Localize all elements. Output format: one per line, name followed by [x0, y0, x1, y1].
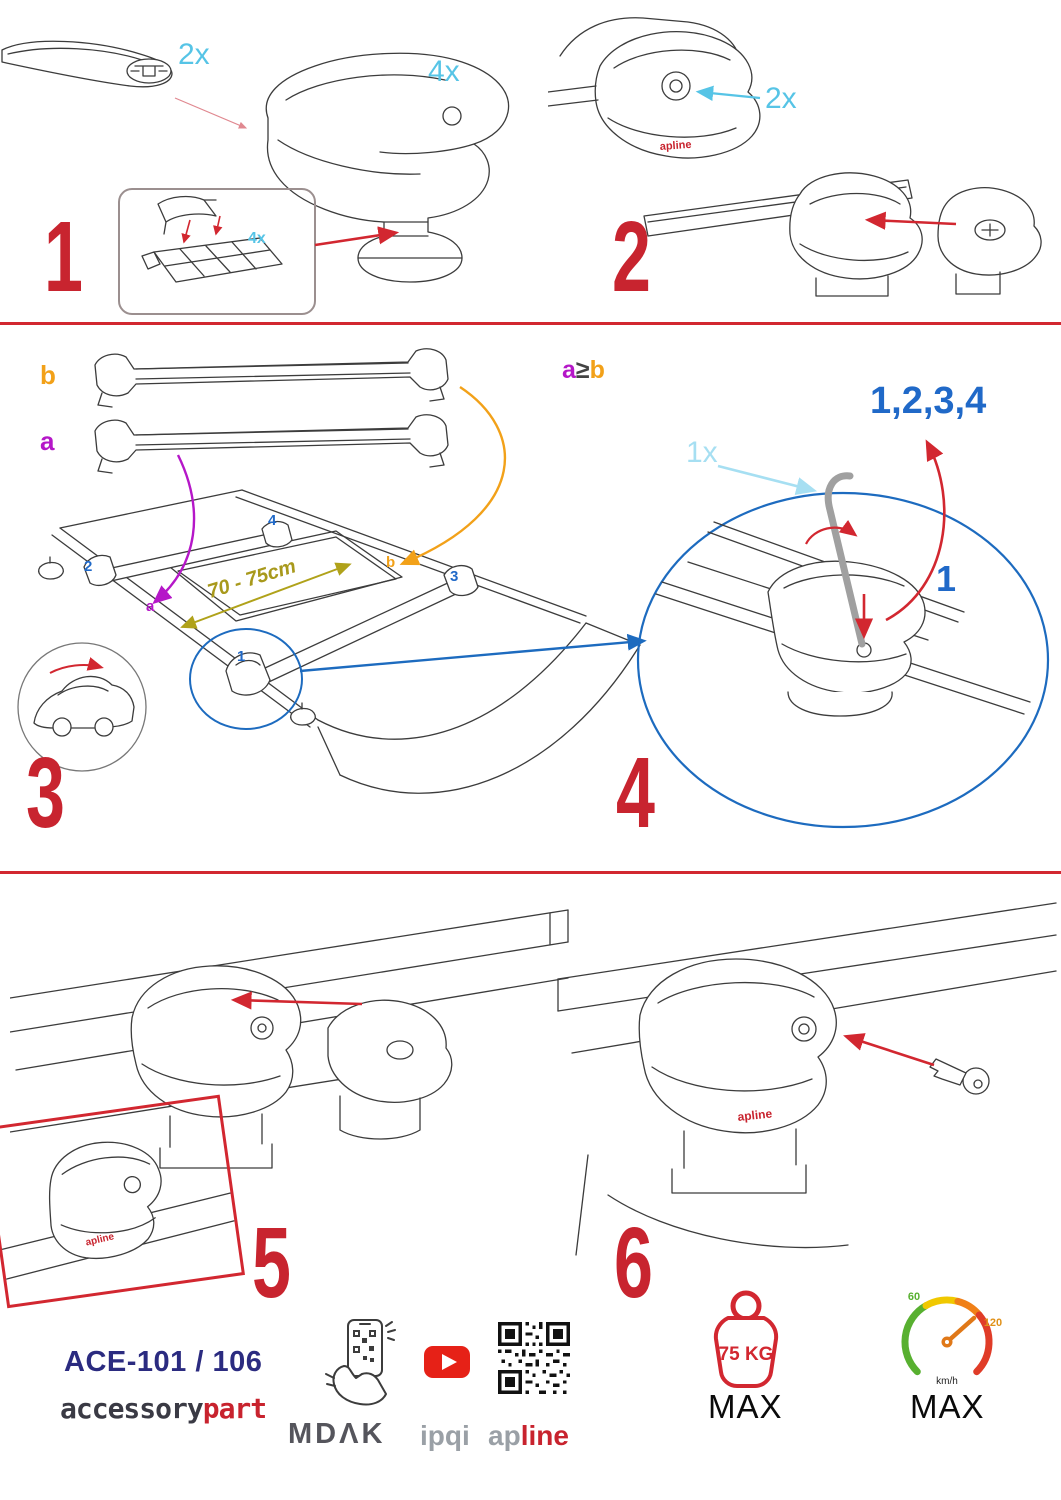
brand-apline-red: line: [520, 1420, 569, 1451]
brand-accessorypart: accessorypart: [60, 1392, 267, 1425]
roof-rail-drawing: [10, 909, 569, 1133]
sequence-arrow: [885, 439, 946, 622]
bar-a-placement-arrow: [152, 454, 196, 605]
brand-part: part: [202, 1392, 267, 1425]
step3-number: 3: [26, 737, 65, 849]
section-divider-2: [0, 871, 1061, 874]
allen-key-drawing: [824, 472, 866, 648]
bar-b-label: b: [40, 360, 56, 390]
step2-number: 2: [612, 201, 651, 313]
condition-op: ≥: [575, 356, 590, 384]
crossbar-b-drawing: [94, 348, 449, 408]
max-weight-value: 75 KG: [719, 1344, 774, 1365]
step3-illustration: [0, 335, 650, 870]
step5-illustration: [10, 900, 575, 1310]
step1-number: 1: [44, 201, 83, 313]
tool-qty-arrow: [717, 464, 818, 495]
detail-circle: [189, 628, 303, 730]
foot-lock-drawing: apline: [575, 958, 849, 1256]
tool-qty: 1x: [686, 436, 718, 469]
zoom-ellipse: [636, 491, 1050, 829]
model-number: ACE-101 / 106: [64, 1346, 263, 1378]
roof-pos-2: 2: [84, 558, 93, 575]
section-divider-1: [0, 322, 1061, 325]
tighten-sequence: 1,2,3,4: [870, 380, 987, 422]
condition-a: a: [562, 356, 576, 384]
brand-mdak: MDΛK: [288, 1418, 386, 1450]
brand-ipqi: ipqi: [420, 1420, 470, 1451]
max-weight-label: MAX: [708, 1388, 783, 1425]
step2-lock-qty: 2x: [765, 82, 797, 115]
apline-badge-step2: apline: [659, 139, 692, 153]
step1-illustration: [0, 0, 560, 310]
bar-endcap-drawing: [643, 172, 1042, 297]
apline-badge-step6: apline: [737, 1106, 773, 1124]
sequence-first: 1: [936, 558, 957, 599]
condition-label: a≥b: [562, 356, 605, 385]
bar-b-placement-arrow: [399, 385, 507, 566]
step2-illustration: apline: [548, 8, 1060, 320]
qr-scan-hand-icon: [322, 1316, 402, 1408]
bar-a-label: a: [40, 426, 55, 456]
foot-open-cover-drawing: apline: [548, 17, 761, 159]
step1-arrow-to-foot: [312, 222, 407, 256]
span-measure-arrow: [180, 562, 352, 629]
speed-max-value: 120: [984, 1317, 1002, 1329]
rubber-pad-drawing: [141, 195, 283, 283]
roof-pos-1: 1: [237, 648, 246, 665]
step5-detail-box: apline: [0, 1094, 245, 1309]
brand-apline-gray: ap: [488, 1420, 521, 1451]
roof-pos-4: 4: [268, 512, 277, 529]
step6-illustration: apline: [548, 895, 1061, 1325]
max-speed-label: MAX: [910, 1388, 985, 1425]
foot-torque-drawing: [655, 521, 1031, 717]
step6-key-arrow: [843, 1033, 935, 1067]
step2-red-arrow: [864, 211, 957, 230]
roof-pos-b: b: [386, 554, 396, 571]
step5-red-arrow: [230, 991, 363, 1010]
step2-cyan-arrow: [695, 85, 761, 101]
brand-accessory: accessory: [60, 1392, 204, 1425]
max-weight-icon: 75 KG: [692, 1284, 800, 1392]
step1-foot-qty: 4x: [428, 55, 460, 88]
youtube-icon: [424, 1346, 470, 1378]
roof-pos-3: 3: [450, 568, 459, 585]
condition-b: b: [589, 356, 605, 384]
foot-clamp-drawing: [265, 52, 510, 283]
crossbar-profile-drawing: [1, 40, 173, 88]
key-drawing: [929, 1058, 990, 1095]
zoom-pointer-arrow: [299, 633, 647, 673]
roof-pos-a: a: [146, 598, 155, 615]
speed-min-value: 60: [908, 1291, 920, 1303]
step5-number: 5: [252, 1207, 291, 1319]
step4-illustration: [628, 382, 1061, 850]
step1-pad-inset: [118, 188, 316, 315]
step1-pad-qty: 4x: [248, 230, 266, 247]
step6-number: 6: [614, 1207, 653, 1319]
car-inset-drawing: [17, 642, 147, 772]
foot-with-cover-drawing: [130, 965, 453, 1169]
rotate-arrow: [805, 519, 858, 545]
qr-code-icon: [498, 1322, 570, 1394]
step4-number: 4: [616, 737, 655, 849]
speedometer-icon: 60 120 km/h: [888, 1278, 1006, 1396]
crossbar-a-drawing: [94, 414, 449, 474]
speed-unit: km/h: [936, 1376, 958, 1387]
brand-apline: apline: [488, 1420, 569, 1452]
step1-bar-qty: 2x: [178, 38, 210, 71]
